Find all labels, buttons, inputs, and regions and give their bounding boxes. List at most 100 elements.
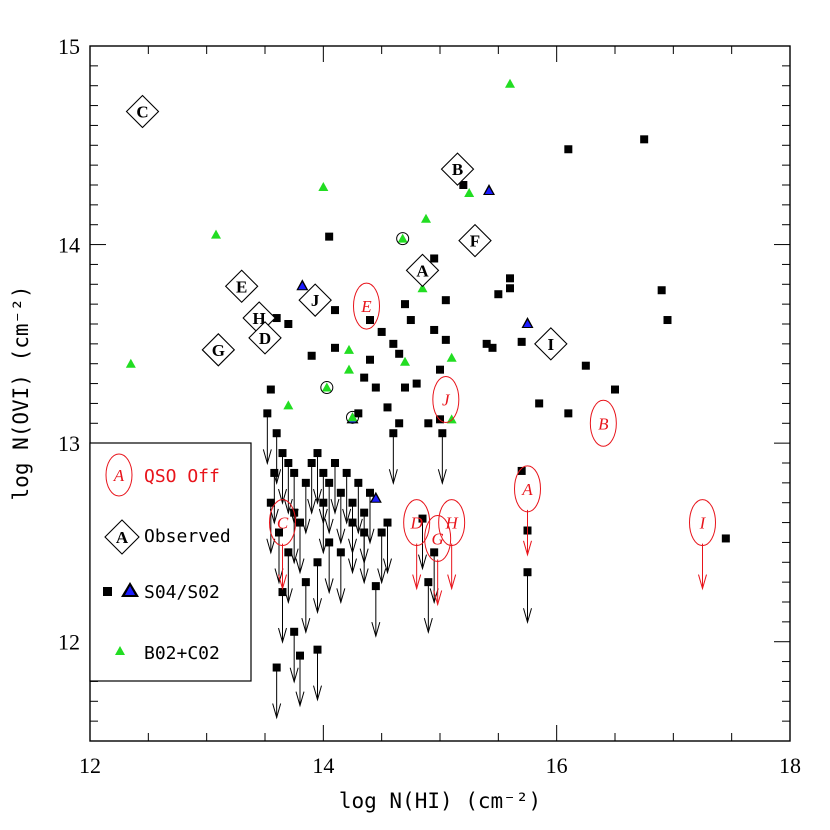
b02-point	[505, 78, 515, 88]
limit-arrow-head	[348, 558, 357, 575]
limit-arrow-head	[278, 488, 287, 505]
s04-limit-arrow	[429, 552, 439, 605]
observed-label: C	[136, 103, 148, 122]
observed-marker: G	[201, 333, 236, 367]
limit-arrow-head	[359, 568, 369, 585]
s04-point	[401, 300, 409, 309]
qso-off-label: A	[521, 480, 533, 499]
y-tick-label: 13	[58, 431, 80, 456]
b02-point	[417, 283, 428, 293]
b02-point	[421, 213, 431, 223]
y-tick-label: 14	[58, 233, 80, 258]
s04-point	[412, 379, 421, 388]
limit-arrow-head	[336, 588, 346, 605]
limit-arrow-head	[269, 508, 279, 525]
s04-limit-point	[272, 663, 281, 672]
s04-limit-point	[383, 518, 392, 527]
limit-arrow-head	[283, 498, 293, 515]
s04-limit-point	[272, 429, 281, 438]
s04-limit-point	[336, 488, 345, 497]
s04-limit-arrow	[269, 472, 279, 525]
qso-off-label: J	[442, 390, 451, 409]
s04-limit-arrow	[262, 413, 272, 466]
s04-limit-arrow	[289, 631, 299, 684]
limit-arrow-head	[301, 618, 311, 634]
s04-point	[272, 314, 281, 323]
qso-off-marker: E	[353, 282, 380, 330]
s04-point	[581, 361, 590, 370]
s04-point	[383, 403, 392, 412]
limit-arrow-head	[318, 538, 328, 555]
s04-limit-arrow	[423, 582, 433, 634]
qso-off-marker: J	[432, 375, 460, 423]
qso-off-limit-arrow	[433, 559, 443, 607]
plot-frame	[89, 45, 791, 742]
s04-limit-arrow	[336, 492, 346, 545]
observed-diamond	[125, 94, 160, 129]
limit-arrow-head	[313, 488, 322, 505]
observed-marker: C	[125, 94, 160, 129]
b02-circle-marker	[320, 381, 334, 395]
qso-off-limit-arrow	[412, 543, 422, 591]
s04-point	[611, 385, 619, 394]
s04-limit-arrow	[359, 532, 369, 585]
observed-marker: F	[458, 223, 492, 258]
observed-marker: E	[224, 269, 259, 304]
s04-point	[284, 320, 293, 328]
s04-limit-arrow	[371, 586, 381, 638]
observed-marker: D	[248, 321, 282, 355]
b02-point	[283, 400, 294, 410]
s04-limit-point	[348, 518, 357, 527]
qso-off-label: E	[360, 297, 372, 316]
s04-limit-point	[307, 459, 316, 467]
s04-limit-point	[430, 548, 439, 557]
s04-limit-point	[313, 449, 322, 458]
qso-off-marker: B	[589, 399, 617, 447]
observed-label: D	[259, 329, 271, 348]
b02-point	[446, 352, 457, 362]
y-axis-title: log N(OVI) (cm⁻²)	[9, 286, 33, 501]
s04-point	[663, 316, 672, 325]
s04-point	[389, 339, 398, 348]
limit-arrow-head	[377, 568, 387, 585]
b02-point	[397, 233, 408, 243]
s04-limit-arrow	[437, 433, 447, 486]
s04-limit-arrow	[307, 463, 317, 515]
observed-marker: A	[405, 253, 440, 288]
s04-limit-arrow	[342, 472, 352, 525]
s04-limit-point	[360, 508, 369, 517]
s04-limit-point	[325, 478, 334, 487]
observed-label: I	[548, 335, 555, 354]
s04-point	[430, 325, 439, 334]
s04-limit-arrow	[388, 433, 398, 486]
s04-limit-point	[438, 429, 447, 438]
s04-point	[406, 316, 415, 325]
s04-limit-arrow	[295, 655, 305, 708]
s04-limit-point	[275, 528, 283, 537]
b02-point	[344, 344, 354, 354]
s04-limit-point	[313, 558, 322, 567]
b02-point	[464, 187, 475, 197]
s04-limit-arrow	[301, 582, 311, 634]
s04-limit-arrow	[313, 453, 322, 505]
s04-point	[535, 399, 544, 408]
legend-b02-symbol	[115, 646, 125, 655]
s04-point	[371, 383, 380, 392]
observed-diamond	[534, 327, 568, 361]
legend-observed-symbol	[104, 519, 140, 555]
observed-label: G	[212, 341, 225, 360]
qso-off-label: H	[445, 514, 460, 533]
observed-diamond	[298, 283, 332, 317]
s04-point	[436, 415, 444, 424]
observed-label: F	[470, 232, 480, 251]
b02-point	[211, 229, 221, 239]
s04-point	[517, 337, 526, 346]
s04-limit-point	[418, 514, 427, 523]
s04-limit-arrow	[278, 453, 287, 505]
qso-off-label: B	[598, 414, 609, 433]
legend-s04-triangle-inner	[125, 586, 135, 595]
limit-arrow-head	[523, 608, 532, 625]
s04-point	[331, 306, 339, 315]
observed-diamond	[405, 253, 440, 288]
